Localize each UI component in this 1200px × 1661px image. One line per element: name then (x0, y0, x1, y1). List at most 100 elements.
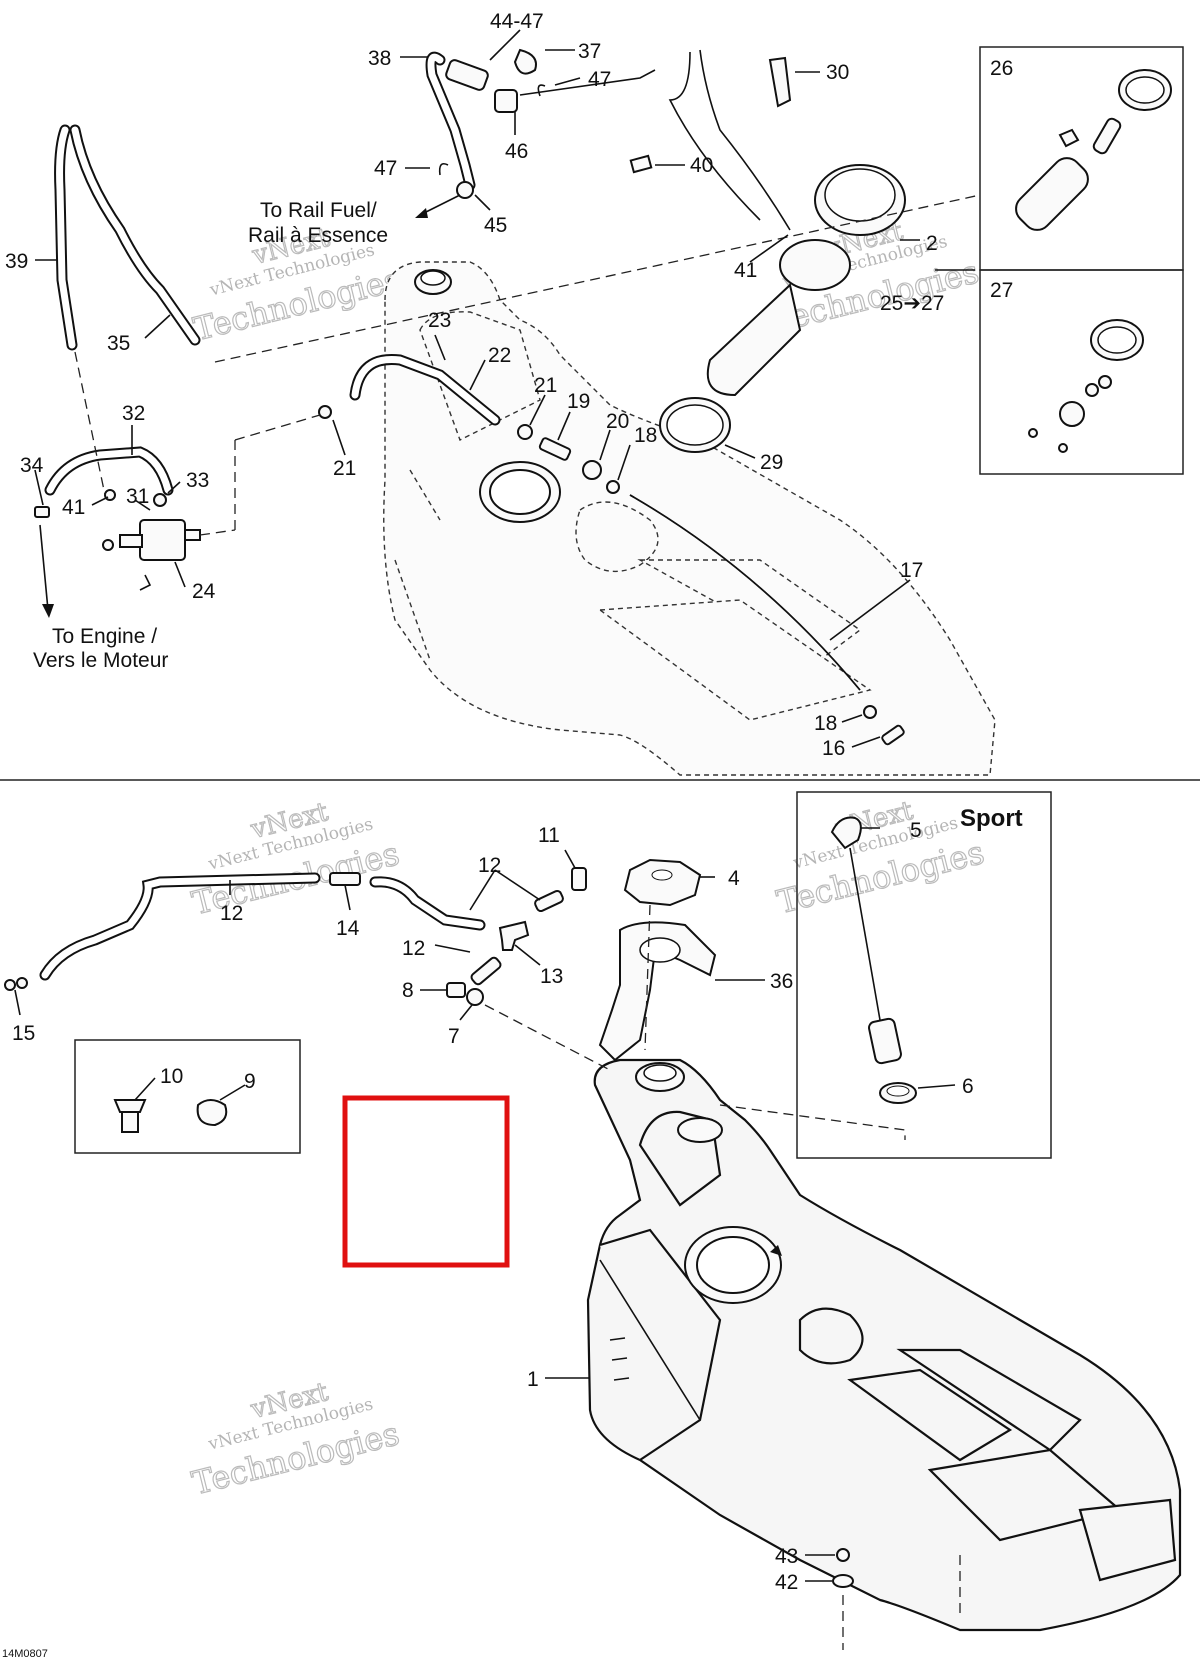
callout-12: 12 (478, 854, 501, 877)
arrow-to-rail (415, 194, 461, 218)
callout-47: 47 (588, 68, 611, 91)
note-rail-fuel-fr: Rail à Essence (248, 224, 388, 247)
callout-20: 20 (606, 410, 629, 433)
fitting-21 (318, 405, 332, 419)
callout-1: 1 (527, 1368, 539, 1391)
callout-26: 26 (990, 57, 1013, 80)
fitting-18 (863, 705, 877, 719)
callout-43: 43 (775, 1545, 798, 1568)
lower-connection-lines (484, 904, 906, 1140)
callout-42: 42 (775, 1571, 798, 1594)
arrow-to-engine (39, 524, 54, 618)
sport-label: Sport (960, 805, 1023, 832)
callout-21: 21 (333, 457, 356, 480)
hose-38 (425, 51, 518, 199)
callout-22: 22 (488, 344, 511, 367)
callout-14: 14 (336, 917, 360, 940)
bracket-36 (598, 921, 717, 1062)
callout-10: 10 (160, 1065, 183, 1088)
clamp-15 (16, 977, 28, 989)
sport-detail-box: Sport (796, 791, 1052, 1159)
callout-41: 41 (734, 259, 757, 282)
callout-31: 31 (126, 485, 149, 508)
callout-5: 5 (910, 819, 922, 842)
note-rail-fuel-en: To Rail Fuel/ (260, 199, 377, 222)
fuel-pump-assembly (659, 49, 906, 453)
fitting-34 (34, 506, 50, 518)
vent-hose-12 (39, 872, 564, 986)
callout-39: 39 (5, 250, 28, 273)
fitting-16 (881, 724, 905, 746)
callout-17: 17 (900, 559, 923, 582)
callout-45: 45 (484, 214, 507, 237)
tee-13 (498, 920, 530, 951)
callout-11: 11 (538, 824, 560, 847)
callout-33: 33 (186, 469, 209, 492)
note-engine-fr: Vers le Moteur (33, 649, 168, 672)
callout-15: 15 (12, 1022, 35, 1045)
fitting-20 (582, 460, 602, 480)
callout-18: 18 (634, 424, 657, 447)
hose-23 (349, 353, 501, 426)
routing-notes: To Rail Fuel/ Rail à Essence To Engine /… (33, 199, 388, 672)
nut-43 (836, 1548, 850, 1562)
callout-21: 21 (534, 374, 557, 397)
callout-16: 16 (822, 737, 845, 760)
fitting-14 (329, 872, 361, 886)
callout-44-47: 44-47 (490, 10, 544, 33)
callout-34: 34 (20, 454, 44, 477)
clamp-37 (513, 48, 537, 75)
note-engine-en: To Engine / (52, 625, 157, 648)
fitting-8 (446, 982, 466, 998)
callout-29: 29 (760, 451, 783, 474)
callout-35: 35 (107, 332, 130, 355)
callout-47: 47 (374, 157, 397, 180)
washer-42 (832, 1574, 854, 1588)
callout-32: 32 (122, 402, 145, 425)
callout-19: 19 (567, 390, 590, 413)
fitting-18 (606, 480, 620, 494)
fitting-11 (571, 867, 587, 891)
callout-13: 13 (540, 965, 563, 988)
callout-36: 36 (770, 970, 793, 993)
lower-leaders (14, 827, 956, 1582)
detail-box-27 (979, 269, 1184, 475)
fitting-19 (538, 437, 572, 461)
callout-37: 37 (578, 40, 601, 63)
upper-leaders (34, 29, 920, 748)
callout-12: 12 (220, 902, 243, 925)
fitting-21 (517, 424, 533, 440)
part-40 (629, 154, 653, 174)
callout-46: 46 (505, 140, 528, 163)
clip-47 (537, 84, 546, 97)
connection-lines (74, 69, 981, 536)
valve-24 (102, 489, 201, 591)
callout-27: 27 (990, 279, 1013, 302)
callout-9: 9 (244, 1070, 256, 1093)
fuel-tank-phantom (383, 261, 996, 776)
callout-12: 12 (402, 937, 425, 960)
callout-2: 2 (926, 232, 938, 255)
detail-box-26 (979, 46, 1184, 271)
callout-8: 8 (402, 979, 414, 1002)
fitting-7 (466, 988, 484, 1006)
drawing-code: 14M0807 (2, 1648, 48, 1660)
clamp-15 (4, 979, 16, 991)
callout-25-27: 25➔27 (880, 292, 944, 315)
fuel-tank-1 (586, 1058, 1182, 1632)
callout-6: 6 (962, 1075, 974, 1098)
hose-39 (54, 124, 201, 351)
hose-17-inner (629, 494, 861, 691)
callout-38: 38 (368, 47, 391, 70)
callout-24: 24 (192, 580, 216, 603)
callout-4: 4 (728, 867, 740, 890)
hose-32 (44, 446, 174, 496)
part-30 (768, 56, 792, 108)
clip-47 (438, 162, 449, 176)
lower-callouts: 11 5 12 4 12 14 12 13 36 8 7 15 10 9 6 1… (12, 819, 974, 1594)
upper-callouts: 44-47 38 37 47 46 47 45 40 30 39 35 2 41… (5, 10, 1013, 760)
callout-23: 23 (428, 309, 451, 332)
highlight-box (342, 1095, 510, 1268)
fuel-cap-4 (623, 858, 702, 907)
